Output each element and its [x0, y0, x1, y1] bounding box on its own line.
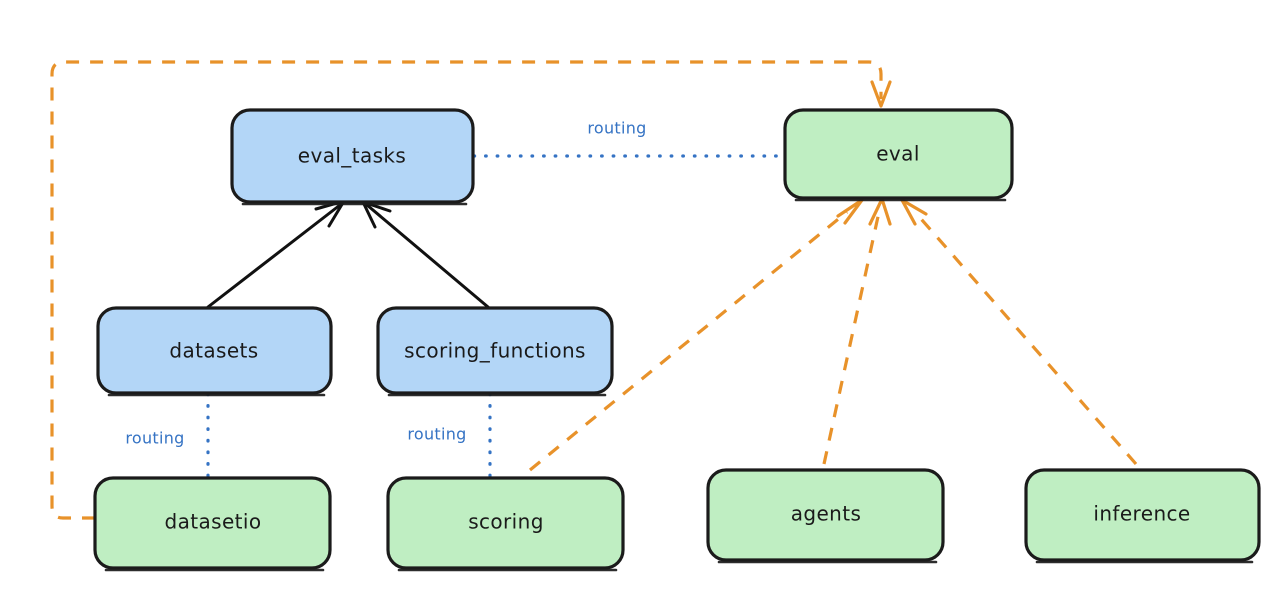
node-inference-label: inference — [1093, 502, 1190, 526]
node-agents-shape — [706, 468, 945, 562]
edge-agents-eval — [822, 197, 892, 465]
edge-inference-eval — [900, 198, 1138, 466]
node-scoring-functions-shape — [376, 306, 614, 395]
node-datasetio-label: datasetio — [164, 510, 261, 534]
edge-label-routing-scoring-functions-scoring: routing — [407, 425, 466, 444]
node-eval-label: eval — [876, 142, 920, 166]
node-eval[interactable]: eval — [783, 108, 1014, 202]
arrowhead-agents-eval — [868, 197, 892, 226]
node-datasetio[interactable]: datasetio — [93, 476, 332, 572]
node-inference-shape — [1024, 468, 1261, 562]
node-layer: eval_tasks eval datasets scoring_functio… — [93, 108, 1261, 572]
node-datasets-label: datasets — [169, 339, 258, 363]
node-eval-tasks[interactable]: eval_tasks — [230, 108, 475, 206]
edge-label-layer: routing routing routing — [125, 119, 646, 448]
edge-label-routing-eval-tasks: routing — [587, 119, 646, 138]
node-scoring-functions[interactable]: scoring_functions — [376, 306, 614, 397]
node-eval-tasks-label: eval_tasks — [298, 144, 406, 168]
arrowhead-datasetio-eval — [870, 80, 892, 108]
node-inference[interactable]: inference — [1024, 468, 1261, 564]
node-scoring[interactable]: scoring — [386, 476, 625, 572]
node-agents[interactable]: agents — [706, 468, 945, 564]
arrowhead-scoring-eval — [836, 198, 864, 225]
edge-scoring-functions-eval-tasks — [361, 200, 490, 309]
node-eval-tasks-shape — [230, 108, 475, 204]
node-datasetio-shape — [93, 476, 332, 570]
node-scoring-label: scoring — [468, 510, 544, 534]
node-datasets-shape — [96, 306, 333, 395]
node-agents-label: agents — [791, 502, 862, 526]
node-scoring-functions-label: scoring_functions — [404, 339, 586, 363]
edge-datasets-eval-tasks — [206, 199, 346, 309]
node-eval-shape — [783, 108, 1014, 200]
node-scoring-shape — [386, 476, 625, 570]
edge-datasetio-eval — [50, 60, 892, 520]
node-datasets[interactable]: datasets — [96, 306, 333, 397]
edge-label-routing-datasets-datasetio: routing — [125, 429, 184, 448]
